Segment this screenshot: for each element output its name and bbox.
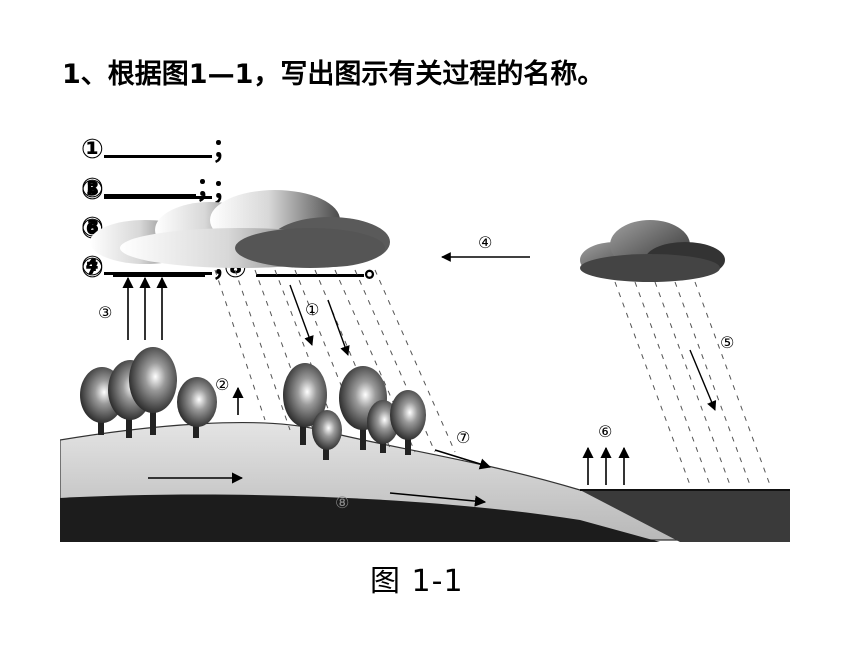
question-title: 1、根据图1—1，写出图示有关过程的名称。 (62, 59, 605, 90)
ocean (580, 490, 790, 542)
label-7: ⑦ (456, 428, 470, 447)
evaporation-arrows-3 (122, 276, 168, 340)
label-4: ④ (478, 233, 492, 252)
blank-label-7: ⑦ (80, 253, 104, 284)
label-8: ⑧ (335, 493, 349, 512)
answer-blank-7[interactable] (113, 250, 206, 277)
sea-evaporation-arrows-6 (582, 446, 630, 485)
label-2: ② (215, 375, 229, 394)
answer-blank-5[interactable] (103, 172, 212, 199)
label-5: ⑤ (720, 333, 734, 352)
cloud-left (90, 190, 390, 268)
answer-blank-4[interactable] (103, 248, 212, 275)
label-6: ⑥ (598, 422, 612, 441)
water-cycle-diagram: ① ② ③ ④ ⑤ ⑥ ⑦ ⑧ (60, 190, 790, 542)
separator: ； (211, 134, 239, 165)
label-3: ③ (98, 303, 112, 322)
precipitation-arrows-1 (289, 284, 350, 356)
label-1: ① (305, 300, 319, 319)
answer-blank-2[interactable] (103, 170, 196, 197)
blank-label-2: ② (80, 173, 104, 204)
surface-runoff-arrow-7 (434, 449, 492, 470)
answer-blank-8[interactable] (256, 250, 365, 277)
answer-blank-1[interactable] (103, 131, 212, 158)
figure-caption: 图 1-1 (370, 564, 464, 599)
trees (80, 347, 426, 460)
rain-right (614, 281, 771, 486)
blank-label-5: ⑤ (80, 175, 104, 206)
blank-label-4: ④ (80, 251, 104, 282)
cloud-right (580, 220, 725, 282)
blank-label-1: ① (80, 134, 104, 165)
precipitation-arrow-5 (689, 349, 717, 411)
underground-runoff-arrows-8 (148, 472, 487, 507)
groundwater-layer (60, 494, 660, 542)
